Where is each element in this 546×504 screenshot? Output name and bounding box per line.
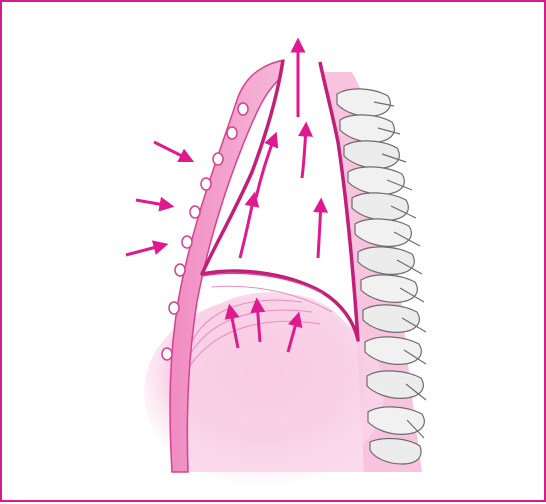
external-arrows	[126, 142, 190, 255]
abdomen-dome	[177, 292, 364, 472]
